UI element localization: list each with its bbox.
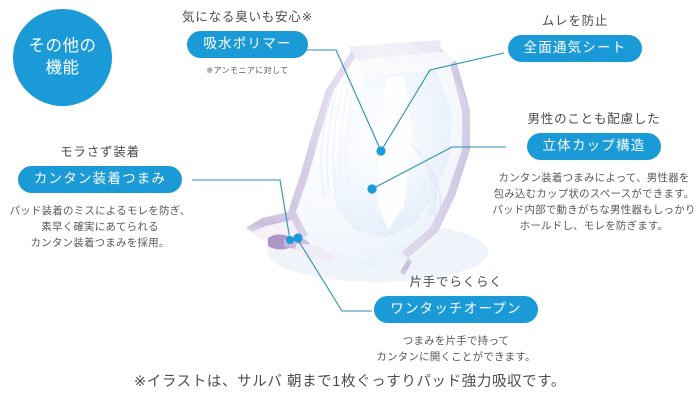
badge-line-1: その他の — [28, 37, 97, 56]
pill-wrap: ワンタッチオープン — [362, 296, 550, 323]
badge-line-2: 機能 — [45, 58, 80, 77]
callout-body: パッド装着のミスによるモレを防ぎ、 素早く確実にあてられる カンタン装着つまみを… — [8, 203, 192, 252]
pill-one-touch-open[interactable]: ワンタッチオープン — [374, 296, 538, 323]
pill-wrap: カンタン装着つまみ — [8, 166, 192, 193]
body-line: つまみを片手で持って — [402, 334, 510, 347]
pill-wrap: 全面通気シート — [495, 35, 655, 62]
body-line: カンタン装着つまみによって、男性器を — [498, 171, 690, 184]
callout-heading: 片手でらくらく — [409, 275, 503, 289]
callout-note: ※アンモニアに対して — [206, 65, 289, 75]
callout-cup-structure: 男性のことも配慮した 立体カップ構造 カンタン装着つまみによって、男性器を 包み… — [492, 112, 696, 235]
pill-cup-structure[interactable]: 立体カップ構造 — [526, 133, 662, 160]
callout-heading: 男性のことも配慮した — [527, 112, 661, 126]
callout-heading: 気になる臭いも安心※ — [182, 10, 313, 24]
callout-heading: モラさず装着 — [60, 145, 140, 159]
body-line: パッド内部で動きがちな男性器もしっかり — [492, 204, 696, 217]
pill-wrap: 吸水ポリマー — [160, 31, 335, 58]
body-line: ホールドし、モレを防ぎます。 — [519, 220, 669, 233]
body-line: パッド装着のミスによるモレを防ぎ、 — [9, 204, 191, 217]
callout-body: カンタン装着つまみによって、男性器を 包み込むカップ状のスペースができます。 パ… — [492, 170, 696, 235]
pill-breathable-sheet[interactable]: 全面通気シート — [507, 35, 643, 62]
callout-heading: ムレを防止 — [541, 14, 609, 28]
pill-easy-fit-tab[interactable]: カンタン装着つまみ — [17, 166, 183, 193]
callout-easy-fit-tab: モラさず装着 カンタン装着つまみ パッド装着のミスによるモレを防ぎ、 素早く確実… — [8, 145, 192, 251]
body-line: カンタンに開くことができます。 — [376, 350, 536, 363]
callout-body: つまみを片手で持って カンタンに開くことができます。 — [362, 333, 550, 366]
illustration-footnote: ※イラストは、サルバ 朝まで1枚ぐっすりパッド強力吸収です。 — [134, 374, 566, 390]
body-line: カンタン装着つまみを採用。 — [30, 237, 170, 250]
body-line: 包み込むカップ状のスペースができます。 — [493, 187, 695, 200]
body-line: 素早く確実にあてられる — [41, 220, 159, 233]
pill-wrap: 立体カップ構造 — [492, 133, 696, 160]
callout-breathable-sheet: ムレを防止 全面通気シート — [495, 14, 655, 62]
callout-one-touch-open: 片手でらくらく ワンタッチオープン つまみを片手で持って カンタンに開くことがで… — [362, 275, 550, 365]
callout-absorbent-polymer: 気になる臭いも安心※ 吸水ポリマー ※アンモニアに対して — [160, 10, 335, 75]
other-features-badge: その他の 機能 — [13, 9, 112, 106]
pill-absorbent-polymer[interactable]: 吸水ポリマー — [187, 31, 308, 58]
